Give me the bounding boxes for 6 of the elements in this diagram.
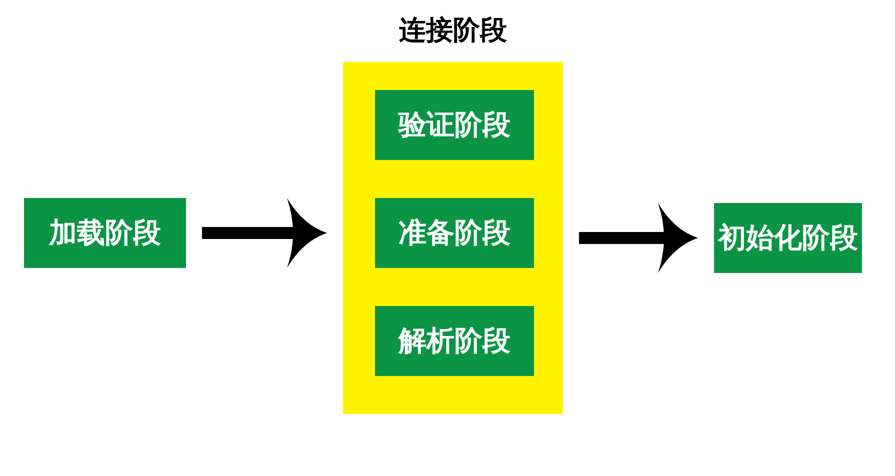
stage-box: 加载阶段 [24,198,186,268]
group-heading: 连接阶段 [398,14,508,48]
stage-box: 验证阶段 [375,90,534,160]
stage-box: 准备阶段 [375,198,534,268]
stage-box: 解析阶段 [375,306,534,376]
stage-box: 初始化阶段 [714,203,862,273]
